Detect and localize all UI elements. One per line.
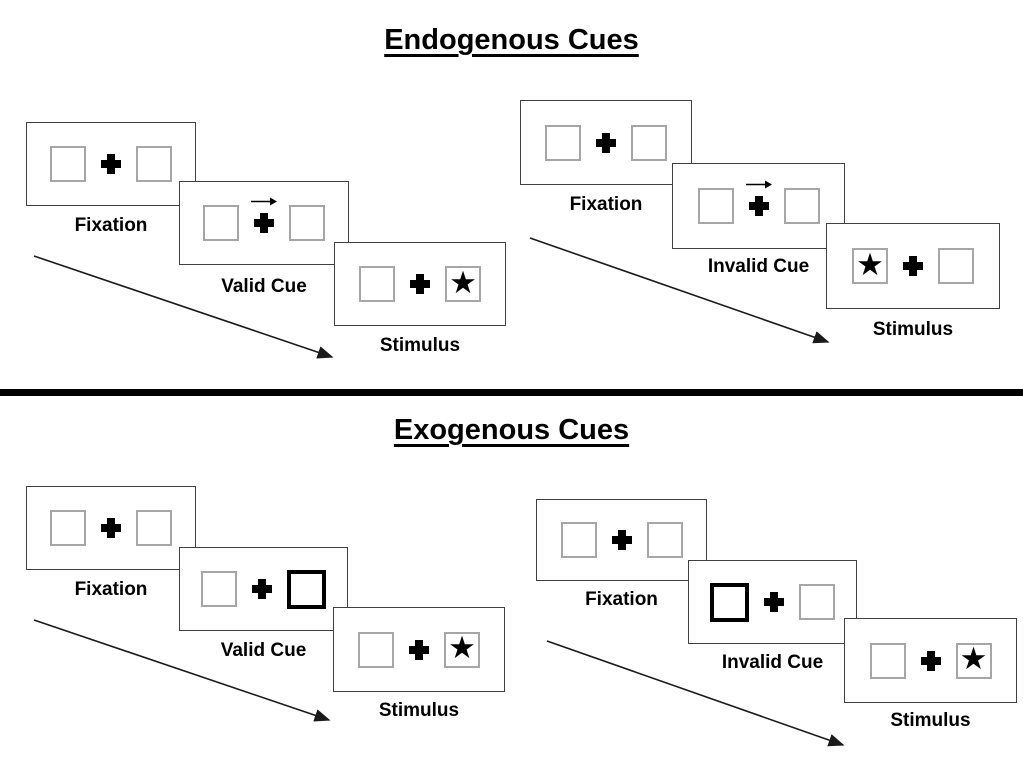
invalid-cue-label: Invalid Cue (721, 652, 824, 673)
time-arrow (546, 640, 845, 747)
star-stimulus-box: ★ (852, 248, 888, 284)
left-placeholder-box (50, 146, 86, 182)
right-placeholder-box (631, 124, 667, 161)
time-arrow (529, 237, 830, 344)
valid-cue-label: Valid Cue (220, 640, 307, 661)
right-placeholder-box (646, 522, 683, 558)
star-icon: ★ (449, 264, 477, 301)
valid-cue-label: Valid Cue (221, 276, 307, 297)
fixation-cross-icon (764, 592, 784, 612)
endogenous-invalid-stimulus-panel: ★ (826, 223, 1000, 309)
endogenous-valid-cue-panel (179, 181, 349, 265)
fixation-label: Fixation (74, 579, 148, 600)
fixation-cross-icon (903, 256, 923, 276)
exogenous-valid-fixation-panel (26, 486, 196, 570)
stimulus-label: Stimulus (890, 710, 971, 731)
fixation-cross-icon (409, 639, 429, 660)
right-placeholder-box (938, 248, 974, 284)
fixation-cross-icon (920, 650, 941, 671)
stimulus-label: Stimulus (379, 335, 461, 356)
exogenous-invalid-cue-panel (688, 560, 857, 644)
highlighted-cue-box (710, 582, 749, 622)
stimulus-label: Stimulus (872, 319, 954, 340)
fixation-label: Fixation (585, 589, 658, 610)
right-arrow-cue-icon (251, 197, 277, 206)
fixation-label: Fixation (569, 194, 643, 215)
right-placeholder-box (799, 584, 835, 620)
right-placeholder-box (136, 510, 172, 546)
section-divider (0, 389, 1023, 396)
star-icon: ★ (856, 246, 884, 283)
right-placeholder-box (289, 205, 325, 241)
left-placeholder-box (545, 124, 581, 161)
endogenous-invalid-cue-panel (672, 163, 845, 249)
left-placeholder-box (50, 510, 86, 546)
left-placeholder-box (560, 522, 597, 558)
fixation-cross-icon (410, 274, 430, 294)
fixation-cross-icon (611, 530, 632, 550)
stimulus-label: Stimulus (378, 700, 460, 721)
time-arrow (33, 255, 334, 359)
right-arrow-cue-icon (745, 180, 772, 189)
fixation-cross-icon (596, 132, 616, 153)
exogenous-invalid-fixation-panel (536, 499, 707, 581)
left-placeholder-box (697, 188, 734, 224)
left-placeholder-box (201, 571, 237, 607)
exogenous-valid-stimulus-panel: ★ (333, 607, 505, 692)
star-icon: ★ (959, 641, 988, 677)
left-placeholder-box (203, 205, 239, 241)
right-placeholder-box (136, 146, 172, 182)
fixation-cross-icon (252, 579, 272, 599)
fixation-cross-icon (101, 518, 121, 538)
invalid-cue-label: Invalid Cue (707, 256, 810, 277)
star-icon: ★ (448, 630, 476, 666)
star-stimulus-box: ★ (445, 266, 481, 302)
right-placeholder-box (783, 188, 820, 224)
exogenous-invalid-stimulus-panel: ★ (844, 618, 1017, 703)
endogenous-section-title: Endogenous Cues (384, 24, 639, 56)
left-placeholder-box (869, 642, 906, 679)
exogenous-section-title: Exogenous Cues (393, 414, 630, 446)
exogenous-valid-cue-panel (179, 547, 348, 631)
fixation-cross-icon (101, 154, 121, 174)
endogenous-invalid-fixation-panel (520, 100, 692, 185)
highlighted-cue-box (287, 569, 326, 609)
left-placeholder-box (358, 631, 394, 668)
time-arrow (33, 619, 331, 722)
star-stimulus-box: ★ (444, 630, 480, 668)
endogenous-valid-stimulus-panel: ★ (334, 242, 506, 326)
left-placeholder-box (359, 266, 395, 302)
star-stimulus-box: ★ (955, 641, 992, 679)
fixation-cross-icon (745, 180, 772, 216)
fixation-label: Fixation (74, 215, 148, 236)
endogenous-valid-fixation-panel (26, 122, 196, 206)
fixation-cross-icon (251, 197, 277, 233)
